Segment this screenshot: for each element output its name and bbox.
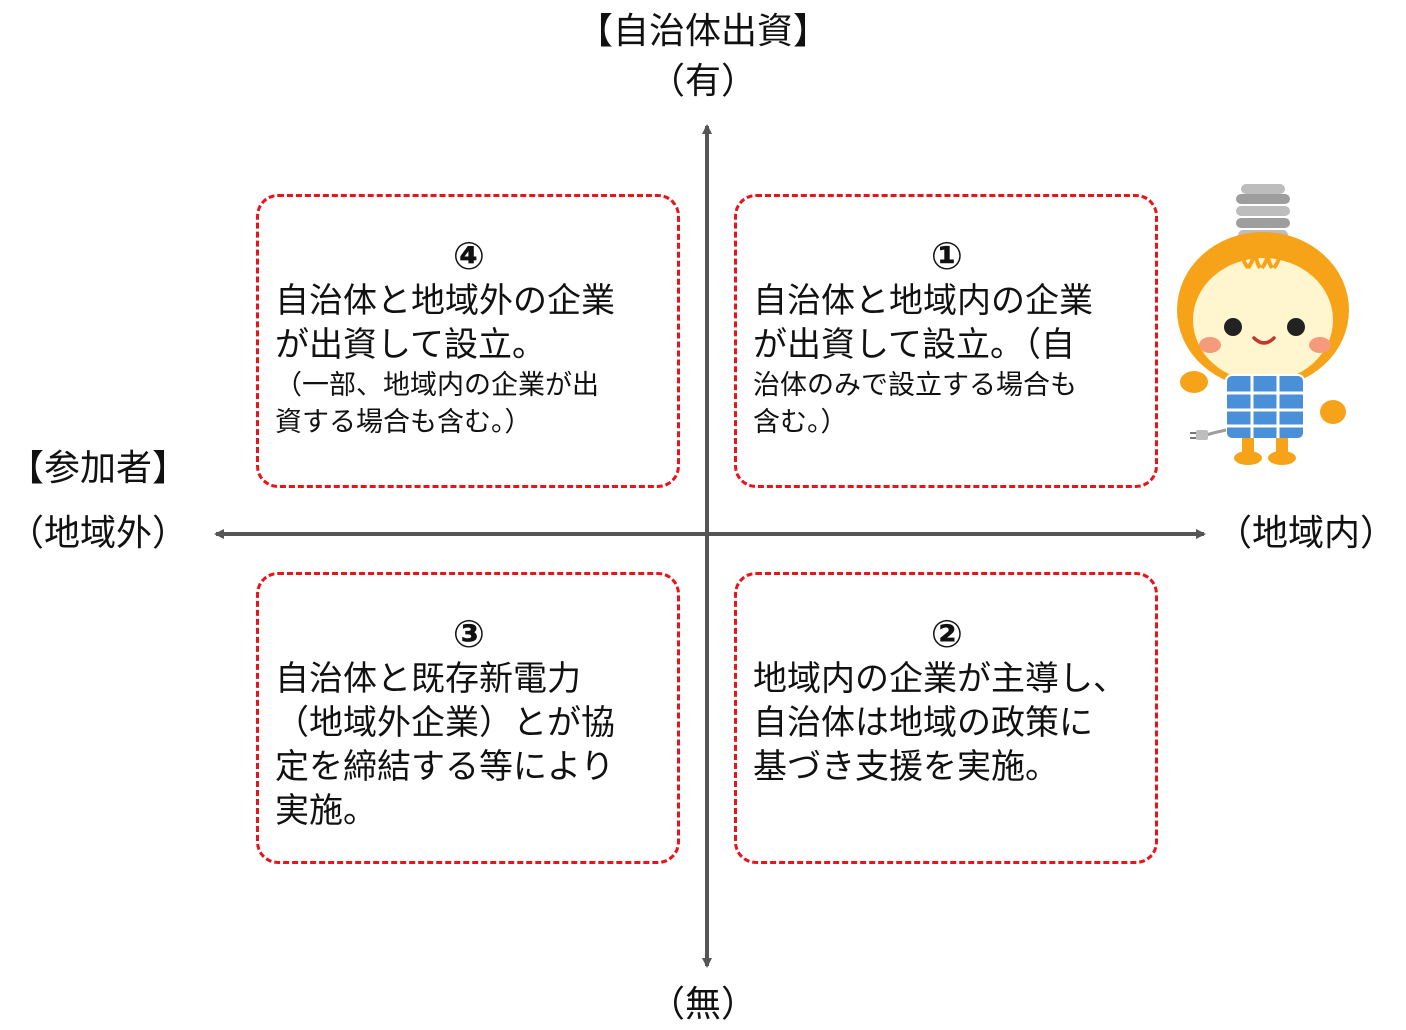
quadrant-1-line: が出資して設立。（自 [753,325,1075,365]
quadrant-2-line: 地域内の企業が主導し、 [753,659,1127,699]
quadrant-4-number: ④ [452,234,486,278]
quadrant-1-box: ① 自治体と地域内の企業 が出資して設立。（自 治体のみで設立する場合も 含む。… [734,194,1158,488]
quadrant-4-note: 資する場合も含む。） [275,407,532,438]
quadrant-2-line: 自治体は地域の政策に [753,703,1093,743]
quadrant-4-box: ④ 自治体と地域外の企業 が出資して設立。 （一部、地域内の企業が出 資する場合… [256,194,680,488]
quadrant-3-number: ③ [452,612,486,656]
quadrant-1-note: 治体のみで設立する場合も [753,370,1077,401]
quadrant-4-note: （一部、地域内の企業が出 [275,370,599,401]
quadrant-2-number: ② [930,612,964,656]
bottom-axis-label: （無） [648,984,757,1025]
quadrant-1-note: 含む。） [753,407,848,438]
right-axis-label: （地域内） [1215,513,1396,554]
left-axis-title: 【参加者】 [8,448,189,489]
quadrant-4-line: 自治体と地域外の企業 [275,281,615,321]
top-axis-title: 【自治体出資】 [576,11,829,52]
quadrant-3-box: ③ 自治体と既存新電力 （地域外企業）とが協 定を締結する等により 実施。 [256,572,680,864]
quadrant-3-line: 実施。 [275,791,377,831]
quadrant-1-line: 自治体と地域内の企業 [753,281,1093,321]
top-axis-label: （有） [648,61,757,102]
lightbulb-mascot-icon [1177,184,1349,465]
quadrant-3-line: （地域外企業）とが協 [275,703,615,743]
quadrant-3-line: 自治体と既存新電力 [275,659,581,699]
quadrant-2-box: ② 地域内の企業が主導し、 自治体は地域の政策に 基づき支援を実施。 [734,572,1158,864]
quadrant-1-number: ① [930,234,964,278]
quadrant-2-line: 基づき支援を実施。 [753,747,1059,787]
left-axis-label: （地域外） [8,513,189,554]
quadrant-3-line: 定を締結する等により [275,747,615,787]
quadrant-4-line: が出資して設立。 [275,325,546,365]
